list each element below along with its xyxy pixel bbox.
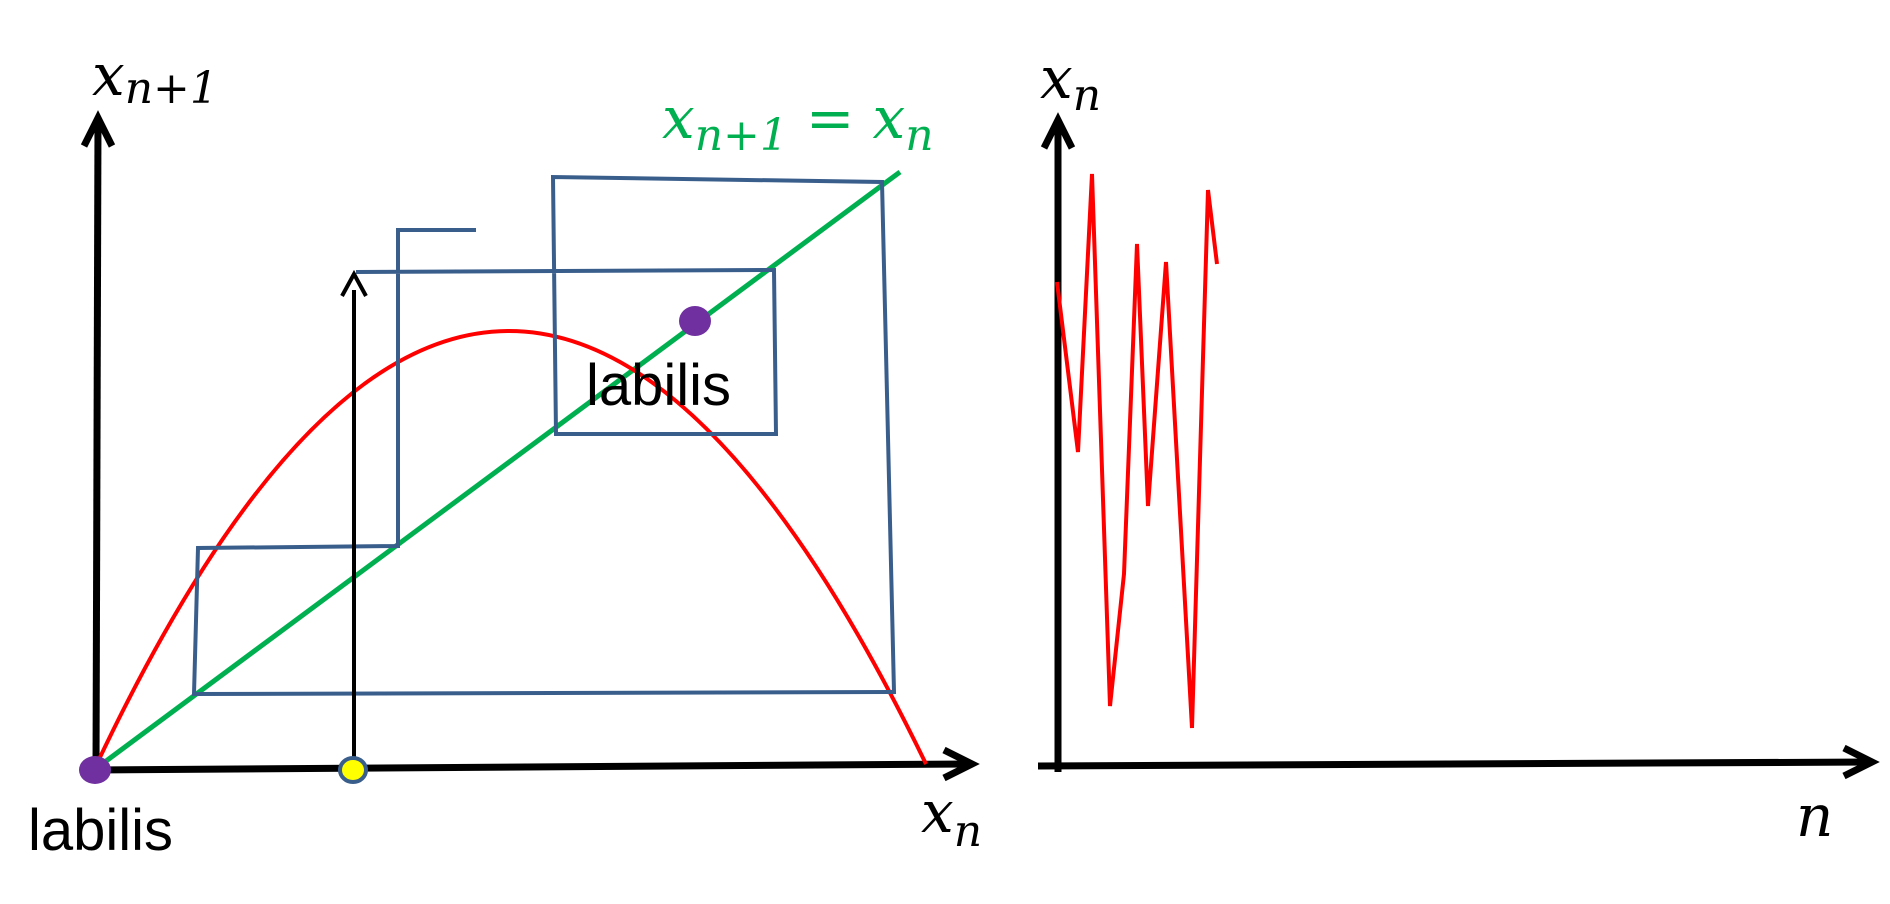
left-x-axis-arrowhead — [942, 746, 980, 782]
start-vertical-arrowhead — [340, 269, 368, 297]
interior-fixed-point-label: labilis — [586, 353, 731, 418]
cobweb-path — [191, 174, 897, 697]
left-y-axis-label: xn+1 — [92, 41, 218, 114]
logistic-map-curve — [92, 329, 928, 771]
cobweb-segment-1 — [191, 174, 897, 697]
right-y-axis-label: xn — [1040, 44, 1101, 121]
diagonal-equation-label: xn+1=xn — [662, 84, 934, 161]
origin-fixed-point — [79, 756, 111, 784]
left-cobweb-diagram: xn+1 xn xn+1=xn labilis labilis — [28, 41, 982, 863]
left-x-axis — [93, 760, 971, 774]
interior-fixed-point — [679, 306, 711, 336]
left-y-axis — [92, 119, 102, 771]
right-y-axis-arrowhead — [1040, 112, 1076, 150]
origin-fixed-point-label: labilis — [28, 798, 173, 863]
right-x-axis — [1037, 758, 1871, 770]
left-x-axis-label: xn — [921, 778, 982, 857]
time-series-line — [1055, 173, 1219, 729]
right-x-axis-label: n — [1796, 782, 1833, 850]
left-y-axis-arrowhead — [80, 110, 116, 148]
right-time-series-diagram: xn n — [1037, 44, 1880, 850]
diagonal-line — [92, 169, 902, 773]
right-x-axis-arrowhead — [1842, 744, 1880, 780]
start-point — [338, 756, 368, 784]
